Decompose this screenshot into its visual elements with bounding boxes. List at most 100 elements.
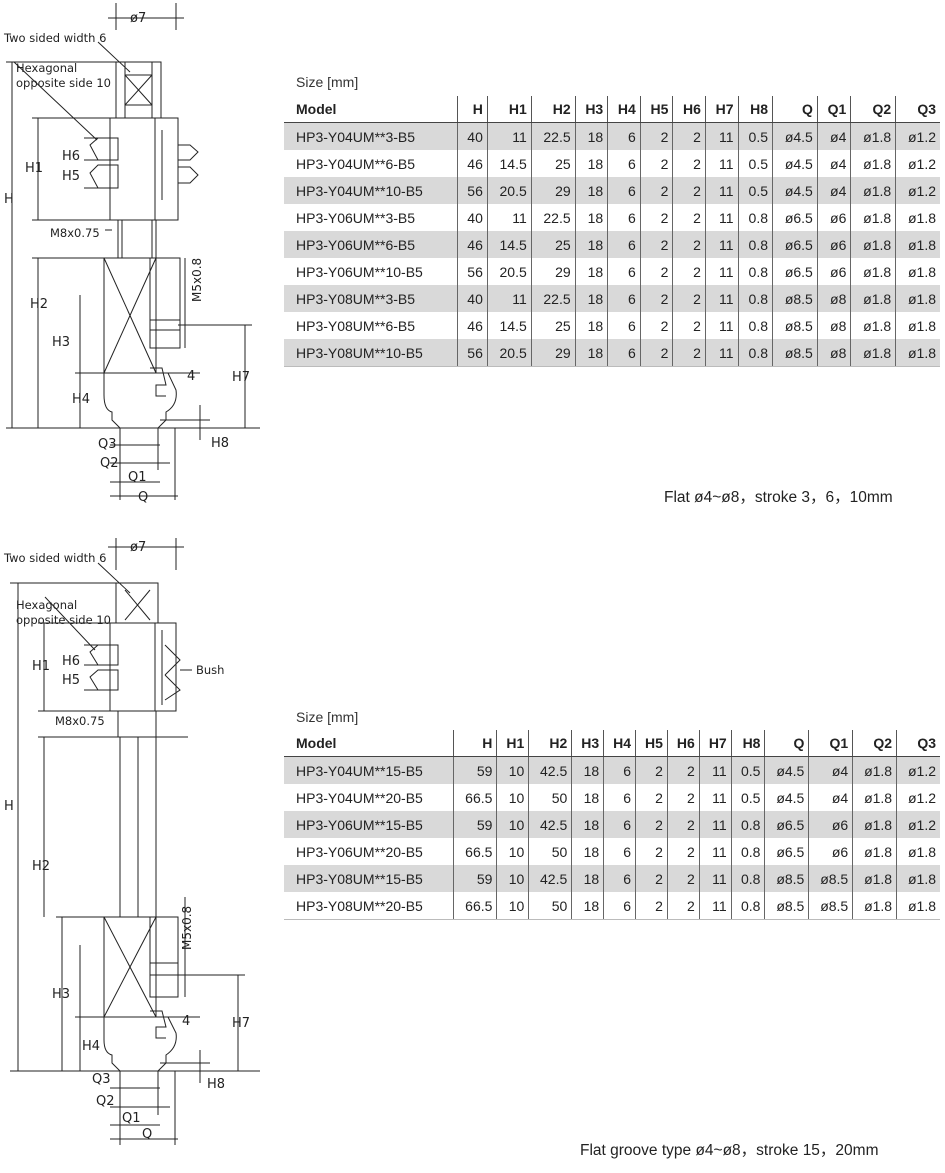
value-cell: 0.5 — [730, 756, 765, 784]
value-cell: 6 — [607, 339, 641, 367]
value-cell: 59 — [453, 756, 497, 784]
value-cell: 11 — [698, 811, 732, 838]
value-cell: ø1.8 — [896, 892, 940, 920]
dim-Q2: Q2 — [96, 1094, 115, 1109]
value-cell: 20.5 — [486, 258, 532, 285]
value-cell: ø1.8 — [850, 312, 896, 339]
column-header-h6: H6 — [666, 730, 700, 757]
value-cell: 2 — [672, 231, 706, 258]
column-header-q3: Q3 — [895, 96, 940, 123]
value-cell: 18 — [574, 177, 608, 204]
value-cell: 40 — [457, 204, 488, 231]
value-cell: 11 — [486, 285, 532, 312]
dim-H8: H8 — [207, 1077, 225, 1092]
value-cell: 0.8 — [730, 811, 765, 838]
value-cell: 22.5 — [530, 204, 576, 231]
column-header-h3: H3 — [574, 96, 608, 123]
value-cell: ø1.8 — [896, 865, 940, 892]
value-cell: 0.8 — [737, 258, 773, 285]
value-cell: 2 — [635, 811, 668, 838]
model-cell: HP3-Y08UM**6-B5 — [296, 317, 416, 334]
value-cell: ø8.5 — [764, 865, 809, 892]
value-cell: ø4.5 — [772, 150, 818, 177]
value-cell: 29 — [530, 177, 576, 204]
label-two-sided-width: Two sided width 6 — [3, 31, 106, 45]
value-cell: 50 — [528, 838, 572, 865]
column-header-h3: H3 — [571, 730, 604, 757]
value-cell: ø6.5 — [772, 231, 818, 258]
value-cell: 18 — [571, 784, 604, 811]
value-cell: 0.8 — [737, 339, 773, 367]
value-cell: 11 — [704, 312, 739, 339]
value-cell: 18 — [574, 204, 608, 231]
column-header-h7: H7 — [704, 96, 739, 123]
caption-short-stroke: Flat ø4~ø8，stroke 3，6，10mm — [664, 489, 893, 506]
dim-H2: H2 — [30, 297, 48, 312]
value-cell: 20.5 — [486, 177, 532, 204]
model-cell: HP3-Y04UM**15-B5 — [284, 756, 454, 784]
value-cell: 2 — [639, 150, 673, 177]
value-cell: 14.5 — [486, 312, 532, 339]
value-cell: ø1.8 — [895, 231, 940, 258]
dim-H: H — [4, 192, 14, 207]
value-cell: 10 — [496, 865, 529, 892]
label-opposite-side: opposite side 10 — [16, 76, 111, 90]
value-cell: 2 — [635, 865, 668, 892]
value-cell: ø1.2 — [895, 177, 940, 204]
column-header-h8: H8 — [730, 730, 765, 757]
column-header-h: H — [453, 730, 497, 757]
value-cell: ø1.2 — [896, 756, 940, 784]
value-cell: 50 — [528, 784, 572, 811]
value-cell: 22.5 — [530, 285, 576, 312]
value-cell: 18 — [571, 865, 604, 892]
value-cell: 6 — [607, 204, 641, 231]
column-header-q: Q — [764, 730, 809, 757]
caption-long-stroke: Flat groove type ø4~ø8，stroke 15，20mm — [580, 1142, 879, 1159]
value-cell: 46 — [457, 312, 488, 339]
value-cell: ø1.8 — [850, 231, 896, 258]
value-cell: 18 — [574, 150, 608, 177]
dim-Q: Q — [138, 490, 148, 505]
value-cell: ø1.8 — [850, 177, 896, 204]
value-cell: ø8.5 — [808, 892, 853, 920]
column-header-h8: H8 — [737, 96, 773, 123]
model-cell: HP3-Y04UM**3-B5 — [284, 122, 458, 150]
value-cell: 6 — [607, 122, 641, 150]
value-cell: 18 — [571, 892, 604, 920]
model-cell: HP3-Y06UM**10-B5 — [296, 263, 423, 280]
dim-4: 4 — [182, 1014, 190, 1029]
size-label-1: Size [mm] — [296, 74, 359, 90]
dim-H1: H1 — [32, 659, 50, 674]
dim-Q3: Q3 — [92, 1072, 111, 1087]
value-cell: ø4.5 — [764, 784, 809, 811]
column-header-h5: H5 — [635, 730, 668, 757]
value-cell: 18 — [574, 231, 608, 258]
value-cell: 2 — [666, 811, 700, 838]
dim-H7: H7 — [232, 370, 250, 385]
value-cell: 10 — [496, 756, 529, 784]
model-cell: HP3-Y04UM**6-B5 — [296, 155, 416, 172]
value-cell: ø1.8 — [895, 339, 940, 367]
model-cell: HP3-Y08UM**20-B5 — [284, 892, 454, 920]
label-bush: Bush — [196, 663, 224, 677]
value-cell: 11 — [704, 285, 739, 312]
value-cell: 10 — [496, 838, 529, 865]
value-cell: ø8 — [816, 312, 851, 339]
value-cell: 11 — [704, 204, 739, 231]
value-cell: 22.5 — [530, 122, 576, 150]
column-header-q2: Q2 — [852, 730, 897, 757]
value-cell: 2 — [666, 756, 700, 784]
dim-M8: M8x0.75 — [50, 226, 100, 240]
value-cell: ø1.8 — [850, 258, 896, 285]
value-cell: ø8.5 — [772, 312, 818, 339]
value-cell: ø4 — [816, 122, 851, 150]
